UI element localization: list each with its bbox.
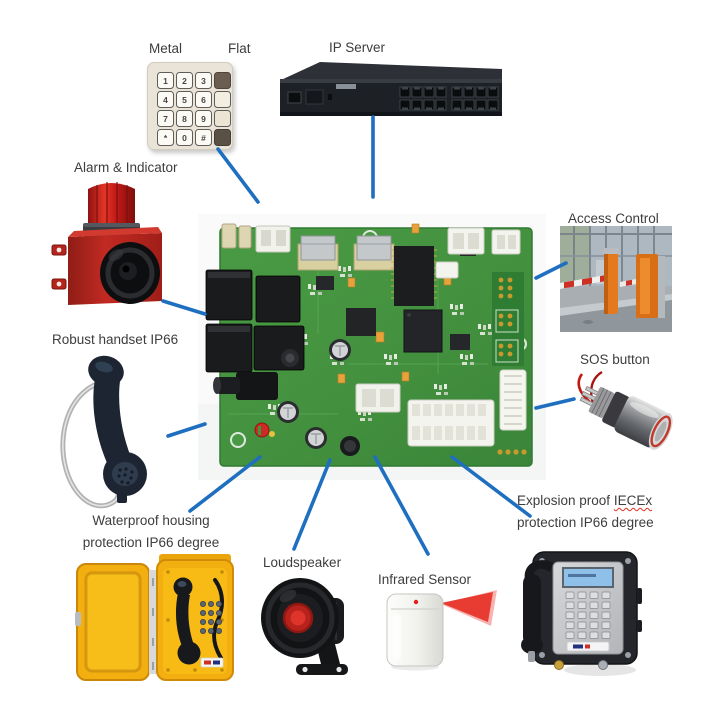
housing-handset <box>173 577 201 665</box>
keypad-key-1: 1 <box>157 72 174 89</box>
access-control-label: Access Control <box>568 211 659 226</box>
sos-button-label: SOS button <box>580 352 650 367</box>
barrier-boom <box>560 275 606 289</box>
explosion-phone-keypad <box>565 591 611 639</box>
infrared-sensor-label: Infrared Sensor <box>378 572 472 587</box>
keypad-key-hash: # <box>195 129 212 146</box>
robust-handset-label: Robust handset IP66 <box>52 332 179 347</box>
housing-open-door <box>75 563 150 681</box>
iecex-word: IECEx <box>613 493 653 508</box>
keypad-key-f2 <box>214 91 231 108</box>
robust-handset-image <box>55 345 160 520</box>
keypad-flat-label: Flat <box>228 41 251 56</box>
infrared-sensor-image <box>385 590 503 672</box>
keypad-key-4: 4 <box>157 91 174 108</box>
waterproof-phone-label: Waterproof housing protection IP66 degre… <box>75 510 227 554</box>
server-port-bank <box>399 86 499 111</box>
ip-server-image <box>278 56 506 122</box>
explosion-phone-handset <box>521 560 553 654</box>
sos-button-image <box>568 366 686 466</box>
keypad-key-2: 2 <box>176 72 193 89</box>
explosion-phone-label-line1: Explosion proof IECEx <box>517 493 653 508</box>
keypad-key-f4 <box>214 129 231 146</box>
explosion-phone-label-line2: protection IP66 degree <box>517 515 654 530</box>
loudspeaker-image <box>258 572 350 684</box>
waterproof-phone-image <box>75 552 237 688</box>
keypad-key-8: 8 <box>176 110 193 127</box>
access-control-image <box>560 226 672 332</box>
keypad-key-7: 7 <box>157 110 174 127</box>
alarm-indicator-label: Alarm & Indicator <box>74 160 178 175</box>
alarm-indicator-image <box>50 175 170 315</box>
waterproof-label-line2: protection IP66 degree <box>82 535 220 550</box>
ir-beam <box>441 590 497 626</box>
keypad-key-9: 9 <box>195 110 212 127</box>
explosion-phone-label: Explosion proof IECEx protection IP66 de… <box>517 490 654 534</box>
keypad-key-6: 6 <box>195 91 212 108</box>
keypad-image: 1 2 3 4 5 6 7 8 9 * 0 # <box>147 62 233 150</box>
keypad-metal-label: Metal <box>149 41 183 56</box>
keypad-key-5: 5 <box>176 91 193 108</box>
loudspeaker-label: Loudspeaker <box>263 555 342 570</box>
keypad-key-3: 3 <box>195 72 212 89</box>
keypad-key-0: 0 <box>176 129 193 146</box>
keypad-key-f1 <box>214 72 231 89</box>
explosion-phone-image <box>515 548 647 680</box>
ip-server-label: IP Server <box>329 40 386 55</box>
waterproof-label-line1: Waterproof housing <box>92 513 210 528</box>
main-board-image <box>198 214 546 480</box>
keypad-key-f3 <box>214 110 231 127</box>
keypad-key-star: * <box>157 129 174 146</box>
connector-line-keypad <box>216 147 260 204</box>
